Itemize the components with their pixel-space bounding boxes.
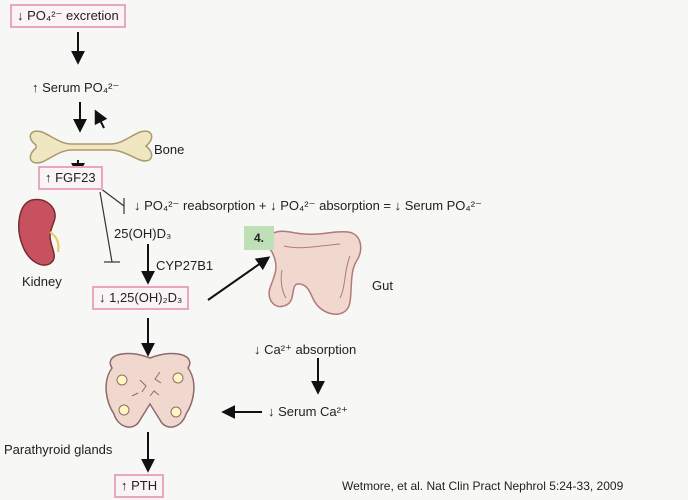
fgf23-inhibition-lines [99,187,125,263]
gut-illustration [267,230,362,315]
parathyroid-illustration [105,352,195,428]
kidney-illustration [18,198,60,266]
po4-excretion-box: ↓ PO₄²⁻ excretion [10,4,126,28]
calcitriol-box: ↓ 1,25(OH)₂D₃ [92,286,190,310]
ca-absorption-label: ↓ Ca²⁺ absorption [254,342,357,357]
citation: Wetmore, et al. Nat Clin Pract Nephrol 5… [342,479,624,493]
cyp27b1-label: CYP27B1 [156,258,214,273]
hydroxy-d3-label: 25(OH)D₃ [114,226,172,241]
bone-label: Bone [154,142,185,157]
kidney-label: Kidney [22,274,62,289]
pth-box: ↑ PTH [114,474,165,498]
fgf23-box: ↑ FGF23 [38,166,103,190]
serum-po4-label: ↑ Serum PO₄²⁻ [32,80,120,95]
bone-illustration [29,130,153,164]
reabsorption-equation: ↓ PO₄²⁻ reabsorption + ↓ PO₄²⁻ absorptio… [134,198,482,213]
gut-label: Gut [372,278,393,293]
arrow-bone-to-serum [94,109,108,129]
step-badge: 4. [244,226,274,250]
parathyroid-label: Parathyroid glands [4,442,113,457]
serum-ca-label: ↓ Serum Ca²⁺ [268,404,348,419]
arrow-calcitriol-to-gut [207,256,271,301]
